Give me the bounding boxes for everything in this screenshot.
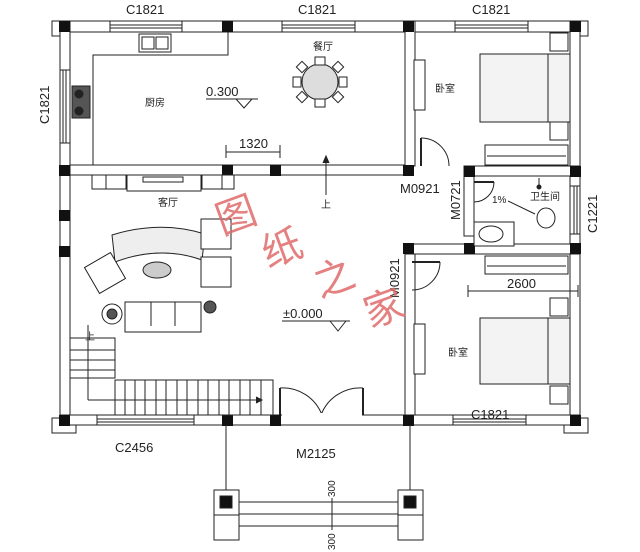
bedroom-bottom-furniture (413, 255, 571, 405)
porch (213, 425, 424, 541)
windows (60, 21, 580, 425)
bedroom-top-door[interactable] (420, 137, 450, 167)
room-label-bathroom: 卫生间 (530, 190, 560, 203)
tv-cabinet (91, 174, 235, 192)
dimension-closet-width: 2600 (507, 276, 536, 291)
room-label-kitchen: 厨房 (145, 96, 165, 109)
columns (59, 21, 581, 426)
room-label-bedroom-bottom: 卧室 (448, 346, 468, 359)
window-label-top-middle: C1821 (298, 2, 336, 17)
door-label-bedroom-top: M0921 (400, 181, 440, 196)
sofa-set (83, 218, 232, 333)
dimension-porch-top: 300 (327, 480, 338, 497)
door-label-bedroom-bottom: M0921 (387, 258, 402, 298)
window-label-top-right: C1821 (472, 2, 510, 17)
slope-label: 1% (492, 195, 507, 206)
kitchen-dining-wall (69, 164, 411, 176)
room-label-bedroom-top: 卧室 (435, 82, 455, 95)
bedroom-bottom-door[interactable] (411, 261, 441, 291)
bathroom-door[interactable] (473, 181, 495, 203)
stair-up-label-2: 上 (85, 331, 95, 343)
window-label-left: C1821 (37, 86, 52, 124)
svg-text:之: 之 (308, 250, 361, 307)
entrance-door[interactable] (279, 387, 364, 416)
dining-table (292, 56, 348, 108)
window-label-bottom-left: C2456 (115, 440, 153, 455)
stair-up-label: 上 (321, 199, 331, 211)
room-label-dining: 餐厅 (313, 40, 333, 53)
dimension-porch-bottom: 300 (327, 533, 338, 550)
room-label-living: 客厅 (158, 196, 178, 209)
door-label-entrance: M2125 (296, 446, 336, 461)
window-label-top-left: C1821 (126, 2, 164, 17)
svg-text:家: 家 (358, 280, 411, 337)
bathroom-fixtures (473, 178, 556, 247)
dimension-lines (206, 98, 579, 332)
kitchen-fixtures (71, 33, 172, 119)
staircase (69, 325, 274, 416)
window-label-right: C1221 (585, 195, 600, 233)
door-label-bathroom: M0721 (448, 180, 463, 220)
elevation-living: ±0.000 (283, 306, 323, 321)
bedroom-top-furniture (413, 32, 571, 166)
dimension-kitchen-step: 1320 (239, 136, 268, 151)
svg-text:纸: 纸 (256, 220, 309, 277)
window-label-bottom-right: C1821 (471, 407, 509, 422)
elevation-kitchen: 0.300 (206, 84, 239, 99)
